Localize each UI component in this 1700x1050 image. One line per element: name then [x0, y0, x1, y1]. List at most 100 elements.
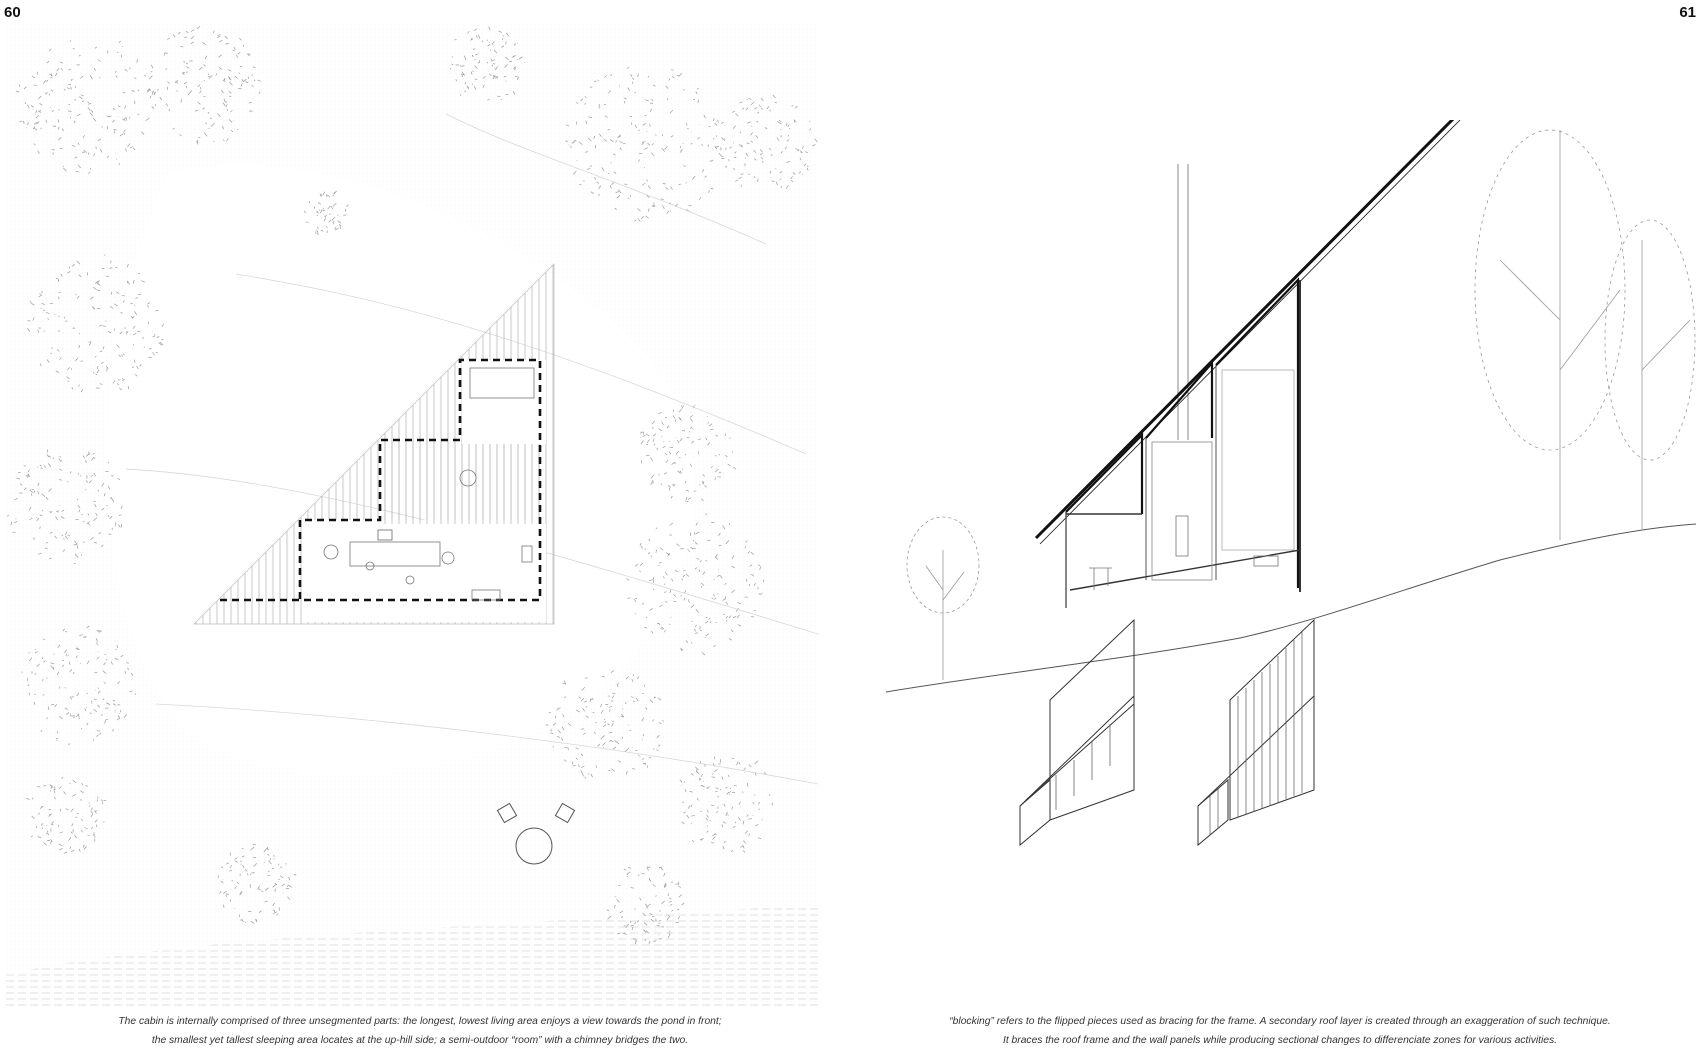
foliage-stroke [610, 710, 611, 713]
foliage-stroke [56, 511, 58, 512]
page-number-left: 60 [4, 4, 21, 21]
foliage-stroke [715, 791, 717, 792]
page-number-right: 61 [1679, 4, 1696, 21]
foliage-stroke [274, 859, 275, 860]
foliage-stroke [687, 128, 689, 129]
axonometric-frame [1020, 620, 1134, 845]
foliage-stroke [640, 756, 641, 757]
axonometric-blocking [1198, 620, 1314, 845]
foliage-stroke [186, 72, 188, 73]
foliage-stroke [83, 522, 84, 523]
cabin-section [1036, 120, 1460, 608]
foliage-stroke [241, 88, 242, 89]
site-plan-svg [6, 24, 818, 1009]
foliage-stroke [79, 385, 80, 387]
foliage-stroke [41, 468, 43, 469]
foliage-stroke [639, 874, 640, 876]
foliage-stroke [716, 135, 717, 136]
tall-trees [1475, 130, 1695, 540]
caption-right: “blocking” refers to the flipped pieces … [880, 1012, 1680, 1050]
foliage-stroke [729, 159, 730, 161]
foliage-stroke [115, 267, 117, 268]
foliage-stroke [67, 482, 68, 483]
foliage-stroke [754, 610, 756, 611]
foliage-stroke [639, 153, 642, 154]
foliage-stroke [631, 921, 632, 923]
foliage-stroke [654, 444, 655, 446]
foliage-stroke [609, 695, 610, 697]
foliage-stroke [97, 630, 99, 631]
foliage-stroke [50, 303, 53, 304]
foliage-stroke [682, 430, 684, 431]
section-svg [860, 120, 1696, 920]
foliage-stroke [711, 188, 714, 189]
foliage-stroke [649, 580, 652, 581]
foliage-stroke [240, 874, 241, 876]
foliage-stroke [88, 153, 89, 155]
foliage-stroke [644, 167, 645, 168]
foliage-stroke [240, 66, 242, 67]
foliage-stroke [780, 179, 782, 180]
foliage-stroke [624, 101, 625, 103]
foliage-stroke [732, 807, 733, 810]
foliage-stroke [245, 922, 246, 923]
foliage-stroke [104, 255, 105, 256]
foliage-stroke [114, 131, 115, 134]
foliage-stroke [143, 337, 144, 340]
foliage-stroke [130, 303, 133, 304]
foliage-stroke [306, 222, 307, 223]
foliage-stroke [121, 55, 122, 58]
foliage-stroke [720, 789, 721, 790]
foliage-stroke [676, 922, 679, 923]
foliage-stroke [612, 721, 614, 722]
foliage-stroke [683, 143, 684, 144]
foliage-stroke [718, 593, 719, 594]
foliage-stroke [288, 885, 289, 887]
foliage-stroke [128, 386, 129, 389]
foliage-stroke [718, 569, 719, 570]
foliage-stroke [77, 646, 78, 647]
section-drawing [860, 120, 1696, 920]
foliage-stroke [253, 844, 256, 845]
foliage-stroke [715, 477, 716, 480]
foliage-stroke [472, 84, 473, 85]
foliage-stroke [38, 467, 39, 468]
foliage-stroke [275, 891, 276, 892]
foliage-stroke [235, 908, 236, 909]
foliage-stroke [25, 102, 26, 104]
caption-right-line-1: “blocking” refers to the flipped pieces … [880, 1012, 1680, 1031]
foliage-stroke [72, 697, 74, 698]
foliage-stroke [35, 674, 37, 675]
foliage-stroke [31, 301, 32, 303]
foliage-stroke [320, 210, 321, 211]
foliage-stroke [46, 833, 47, 834]
foliage-stroke [599, 194, 600, 196]
foliage-stroke [116, 159, 117, 160]
foliage-stroke [654, 697, 655, 698]
foliage-stroke [88, 342, 91, 343]
foliage-stroke [99, 633, 100, 634]
foliage-stroke [39, 294, 41, 295]
foliage-stroke [80, 361, 82, 362]
foliage-stroke [691, 823, 692, 824]
small-tree [907, 517, 979, 680]
foliage-stroke [63, 166, 64, 167]
foliage-stroke [113, 729, 114, 732]
foliage-stroke [603, 747, 604, 748]
site-plan-drawing [6, 24, 818, 1036]
foliage-stroke [52, 347, 53, 349]
foliage-stroke [251, 873, 254, 874]
foliage-stroke [51, 829, 52, 832]
foliage-stroke [176, 91, 178, 92]
foliage-stroke [739, 145, 742, 146]
caption-left-line-2: the smallest yet tallest sleeping area l… [20, 1031, 820, 1050]
foliage-stroke [717, 797, 719, 798]
foliage-stroke [663, 441, 664, 442]
foliage-stroke [492, 65, 493, 67]
caption-left: The cabin is internally comprised of thr… [20, 1012, 820, 1050]
caption-right-line-2: It braces the roof frame and the wall pa… [880, 1031, 1680, 1050]
foliage-stroke [237, 129, 238, 130]
foliage-stroke [608, 724, 610, 725]
foliage-stroke [74, 328, 75, 329]
foliage-stroke [707, 826, 708, 827]
